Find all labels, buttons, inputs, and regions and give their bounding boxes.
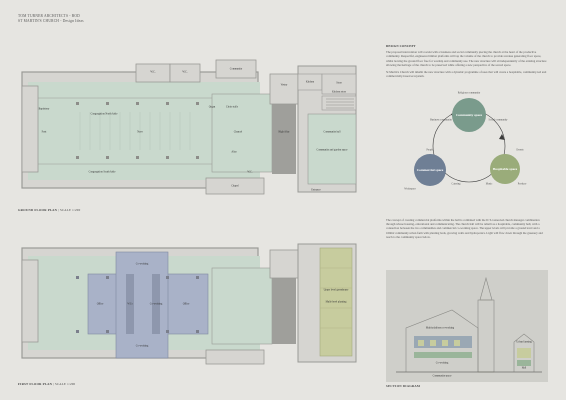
- design-concept-paragraph-1: The proposal intervention will coexist w…: [386, 50, 547, 67]
- room-garden: Community and garden space: [316, 148, 348, 152]
- room-kitchen: Kitchen: [305, 80, 315, 84]
- label-music: Music: [485, 182, 493, 186]
- label-business: Business community: [430, 118, 452, 122]
- design-concept-block: DESIGN CONCEPT The proposal intervention…: [386, 44, 548, 78]
- header-line-2: ST MARTIN'S CHURCH - Design Ideas: [18, 19, 84, 23]
- room-vestry: Vestry: [280, 83, 288, 87]
- design-concept-paragraph-2: St Martin's Church will inhabit the new …: [386, 70, 547, 79]
- room-font: Font: [41, 130, 47, 134]
- room-congregation-south: Congregation South Aisle: [88, 170, 116, 174]
- ff-garden: Upper level greenhouse: [323, 288, 349, 292]
- ground-floor-plan: Baptistery Font Congregation North Aisle…: [16, 52, 364, 204]
- label-produce: Produce: [517, 182, 527, 186]
- sheet-header: TOM TURNER ARCHITECTS - BOD ST MARTIN'S …: [18, 14, 84, 24]
- ground-floor-caption-scale: | SCALE 1:200: [58, 208, 81, 212]
- design-concept-title: DESIGN CONCEPT: [386, 44, 416, 48]
- ground-floor-caption: GROUND FLOOR PLAN | SCALE 1:200: [18, 208, 80, 212]
- room-kitchen-store: Kitchen store: [332, 90, 346, 94]
- room-wc-2: W.C.: [182, 70, 188, 74]
- first-floor-plan: Co-working Office WCs Co-working Office …: [16, 218, 364, 378]
- room-choir-stalls: Choir stalls: [226, 105, 238, 109]
- room-congregation-north: Congregation North Aisle: [90, 112, 118, 116]
- label-social: Social community: [488, 118, 508, 122]
- ff-co-working-mid: Co-working: [149, 302, 163, 306]
- section-label-right: Urban farming: [516, 340, 532, 344]
- ff-office-right: Office: [182, 302, 190, 306]
- first-floor-caption: FIRST FLOOR PLAN | SCALE 1:200: [18, 382, 75, 386]
- label-people: People: [426, 148, 434, 152]
- ff-wcs: WCs: [127, 302, 133, 306]
- commercial-space-circle: Commercial space: [414, 154, 446, 186]
- ff-co-working-bottom: Co-working: [135, 344, 149, 348]
- hospitable-space-circle: Hospitable space: [490, 154, 520, 184]
- room-entrance: Entrance: [311, 188, 321, 192]
- room-wc-3: W.C.: [247, 170, 253, 174]
- first-floor-caption-title: FIRST FLOOR PLAN: [18, 382, 53, 386]
- ground-floor-drawing: [21, 59, 357, 195]
- first-floor-drawing: [21, 243, 357, 365]
- community-space-circle: Community space: [452, 98, 486, 132]
- first-floor-text: The concept of creating commercial platf…: [386, 218, 543, 239]
- label-catering: Catering: [451, 182, 461, 186]
- room-high-altar: High Altar: [278, 130, 290, 134]
- section-label-middle: Co-working: [435, 361, 449, 365]
- section-drawing: [396, 276, 542, 373]
- room-community-hall: Community hall: [323, 130, 341, 134]
- room-wc-1: W.C.: [150, 70, 156, 74]
- room-chancel: Chancel: [233, 130, 243, 134]
- room-nave: Nave: [137, 130, 143, 134]
- concept-diagram: Community space Hospitable space Commerc…: [394, 88, 544, 198]
- room-altar: Altar: [231, 150, 237, 154]
- label-events: Events: [516, 148, 524, 152]
- room-organ: Organ: [208, 105, 216, 109]
- ff-office-left: Office: [96, 302, 104, 306]
- room-baptistery: Baptistery: [38, 107, 50, 111]
- section-label-left: Multi-platform co-working: [425, 326, 455, 330]
- label-religious: Religious community: [457, 91, 481, 95]
- first-floor-caption-scale: | SCALE 1:200: [53, 382, 76, 386]
- section-diagram: Multi-platform co-working Co-working Urb…: [386, 270, 548, 382]
- ff-garden-sub: Multi-level planting: [325, 300, 347, 304]
- section-label-bottom: Community space: [432, 374, 452, 378]
- label-workspace: Workspace: [404, 187, 416, 191]
- hospitable-space-label: Hospitable space: [492, 167, 518, 171]
- room-store: Store: [336, 81, 342, 85]
- room-chapel: Chapel: [231, 184, 239, 188]
- section-caption-title: SECTION DIAGRAM: [386, 384, 421, 388]
- section-label-hall: Hall: [521, 366, 527, 370]
- community-space-label: Community space: [455, 113, 483, 117]
- commercial-space-label: Commercial space: [416, 168, 444, 172]
- section-caption: SECTION DIAGRAM: [386, 384, 420, 388]
- header-line-1: TOM TURNER ARCHITECTS - BOD: [18, 14, 80, 18]
- ff-co-working-top: Co-working: [135, 262, 149, 266]
- room-community: Community: [229, 67, 243, 71]
- ground-floor-caption-title: GROUND FLOOR PLAN: [18, 208, 58, 212]
